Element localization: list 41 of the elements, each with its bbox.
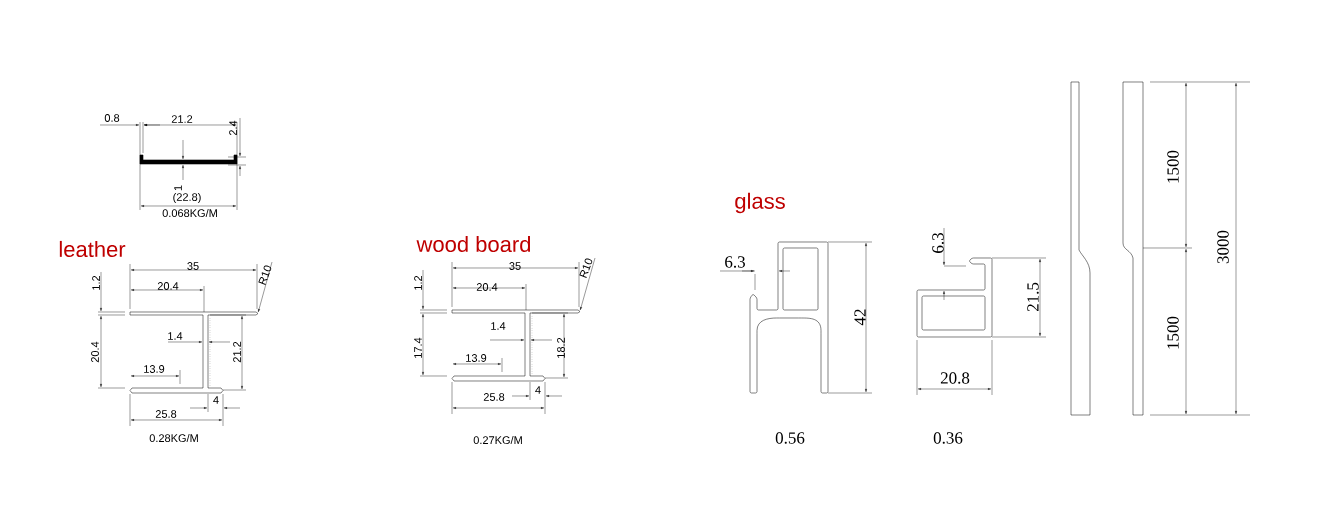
dimension-text: 1500 [1167,150,1179,183]
dimension-text: 21.2 [171,115,193,123]
dimension-text: 35 [187,262,199,270]
dimension-text: 1.4 [168,332,183,340]
dimension-text: 20.4 [91,341,99,363]
dimension-text: 25.8 [483,393,505,401]
dimension-text: 25.8 [155,410,177,418]
dimension-text: R10 [258,265,272,285]
dimension-text: 13.9 [466,354,487,362]
weight-text: 0.28KG/M [149,433,198,443]
dimension-text: 13.9 [144,365,165,373]
dimension-text: 17.4 [414,337,422,358]
dimension-text: 4 [535,386,541,394]
dimension-text: 20.4 [476,283,498,291]
dimension-text: (22.8) [173,192,201,204]
dimension-text: 1.4 [491,322,506,330]
dimension-text: 21.5 [1027,282,1039,312]
dimension-text: 20.4 [157,282,179,290]
dimension-text: 6.3 [725,256,745,268]
dimension-text: 18.2 [557,337,565,358]
dimension-text: 0.8 [104,114,120,122]
weight-text: 0.27KG/M [473,435,522,445]
dimension-text: 1 [174,185,182,191]
dimension-text: 2.4 [229,120,237,136]
dimension-text: 6.3 [932,233,944,253]
weight-text: 0.068KG/M [162,208,217,218]
dimension-text: 4 [213,396,219,404]
dimension-text: 20.8 [940,372,970,384]
dimension-text: 35 [509,262,521,270]
dimension-text: 0.36 [933,432,963,444]
dimension-text: 0.56 [775,432,805,444]
dimension-text: 1.2 [92,275,100,290]
dimension-text: 1500 [1167,316,1179,349]
dimension-text: 1.2 [414,275,422,290]
dimension-text: R10 [579,258,593,278]
material-heading: leather [59,240,126,258]
dimension-text: 42 [854,309,866,326]
dimension-text: 21.2 [233,341,241,363]
material-heading: wood board [416,235,531,253]
dimension-text: 3000 [1217,230,1229,264]
material-heading: glass [735,192,785,214]
